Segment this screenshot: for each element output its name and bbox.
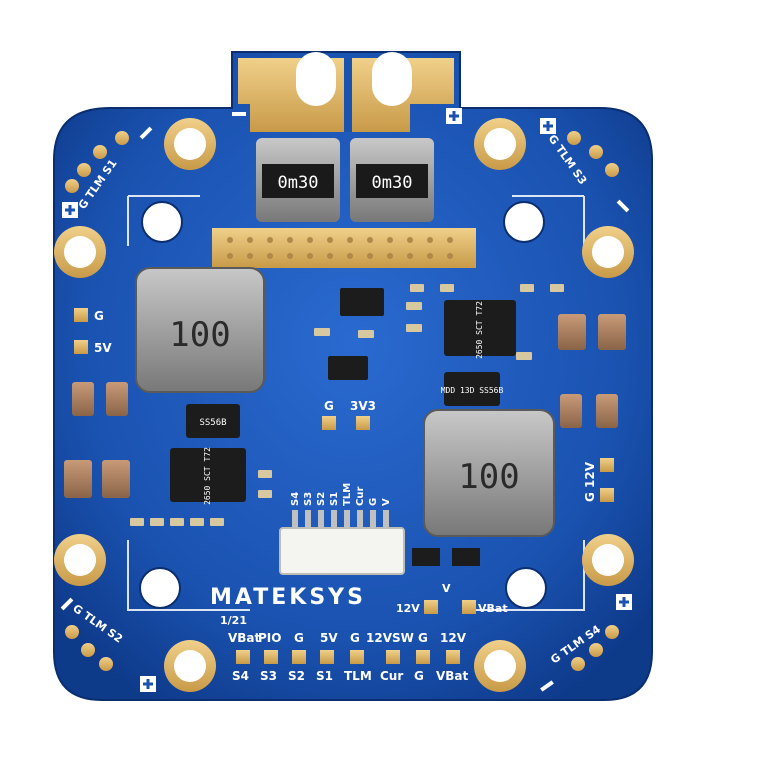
pad-label-tlm: TLM [344, 669, 372, 683]
conn-label-v: V [381, 498, 392, 506]
conn-label-s3: S3 [303, 492, 314, 506]
pad-label-s1: S1 [316, 669, 333, 683]
pad-labels-bottom: S4 S3 S2 S1 TLM Cur G VBat [232, 669, 469, 683]
inductor-right: 100 [423, 409, 555, 537]
pad-label-s3: S3 [260, 669, 277, 683]
silkscreen-frame [127, 195, 585, 611]
label-g-5v: G [94, 309, 104, 323]
ic-top-right: 2650 SCT T72 [444, 300, 516, 359]
gold-via-strip [212, 228, 476, 268]
label-5v: 5V [94, 341, 112, 355]
pad-label-g: G [414, 669, 424, 683]
inductor-left: 100 [135, 267, 265, 393]
pad-label-g3: G [418, 631, 428, 645]
pad-label-vbat-top: VBat [228, 631, 261, 645]
pad-label-g2: G [350, 631, 360, 645]
tab-divider [344, 58, 352, 132]
label-g-12v: G 12V [583, 461, 597, 502]
connector-labels: S4 S3 S2 S1 TLM Cur G V [290, 483, 392, 506]
pad-label-pio: PIO [258, 631, 281, 645]
conn-label-s4: S4 [290, 492, 301, 506]
diode-mid-mark: MDD 13D SS56B [441, 386, 504, 395]
motor-pads [65, 131, 619, 671]
inductor-mark-left: 100 [169, 315, 230, 355]
jumper-labels: 12V V VBat [396, 582, 508, 615]
conn-label-s1: S1 [329, 492, 340, 506]
tab-slot-right [372, 52, 412, 106]
pad-label-vbat-bottom: VBat [436, 669, 469, 683]
pad-label-12vsw: 12VSW [366, 631, 414, 645]
pad-label-s2: S2 [288, 669, 305, 683]
jumper-label-vbat: VBat [478, 602, 508, 615]
jumper-label-v: V [442, 582, 451, 595]
jst-connector [279, 510, 405, 575]
pad-label-cur: Cur [380, 669, 403, 683]
resistor-mark-left: 0m30 [278, 173, 319, 193]
pad-label-s4: S4 [232, 669, 249, 683]
label-g-3v3: G [324, 399, 334, 413]
tab-slot-left [296, 52, 336, 106]
conn-label-cur: Cur [355, 487, 366, 506]
via-dots [227, 237, 453, 259]
ic-small-center-2 [328, 356, 368, 380]
ic-left: 2650 SCT T72 [170, 447, 246, 505]
inductor-mark-right: 100 [458, 457, 519, 497]
conn-label-s2: S2 [316, 492, 327, 506]
shunt-resistor-left: 0m30 [256, 138, 340, 222]
conn-label-g: G [368, 498, 379, 506]
smd-parts [130, 284, 564, 526]
pad-label-12v: 12V [440, 631, 467, 645]
version-label: 1/21 [220, 614, 247, 627]
conn-label-tlm: TLM [342, 483, 353, 506]
bottom-pad-row [236, 650, 460, 664]
polarity-markers [60, 108, 632, 692]
power-labels: G 5V G 3V3 G 12V [94, 309, 597, 502]
power-pads [74, 308, 614, 614]
ic-small-center [340, 288, 384, 316]
mounting-holes [54, 118, 634, 692]
diode-mid: MDD 13D SS56B [441, 372, 504, 406]
jumper-label-12v: 12V [396, 602, 420, 615]
pad-label-g1: G [294, 631, 304, 645]
brand-logo: MATEKSYS [210, 585, 366, 610]
capacitors [64, 314, 626, 498]
diode-left-mark: SS56B [199, 418, 226, 428]
resistor-mark-right: 0m30 [372, 173, 413, 193]
diode-left: SS56B [186, 404, 240, 438]
smd-transistor-2 [452, 548, 480, 566]
ic-top-right-mark: 2650 SCT T72 [475, 301, 484, 359]
pad-labels-top: VBat PIO G 5V G 12VSW G 12V [228, 631, 467, 645]
pad-label-5v: 5V [320, 631, 338, 645]
ic-left-mark: 2650 SCT T72 [203, 447, 212, 505]
shunt-resistor-right: 0m30 [350, 138, 434, 222]
label-3v3: 3V3 [350, 399, 376, 413]
smd-transistor-1 [412, 548, 440, 566]
